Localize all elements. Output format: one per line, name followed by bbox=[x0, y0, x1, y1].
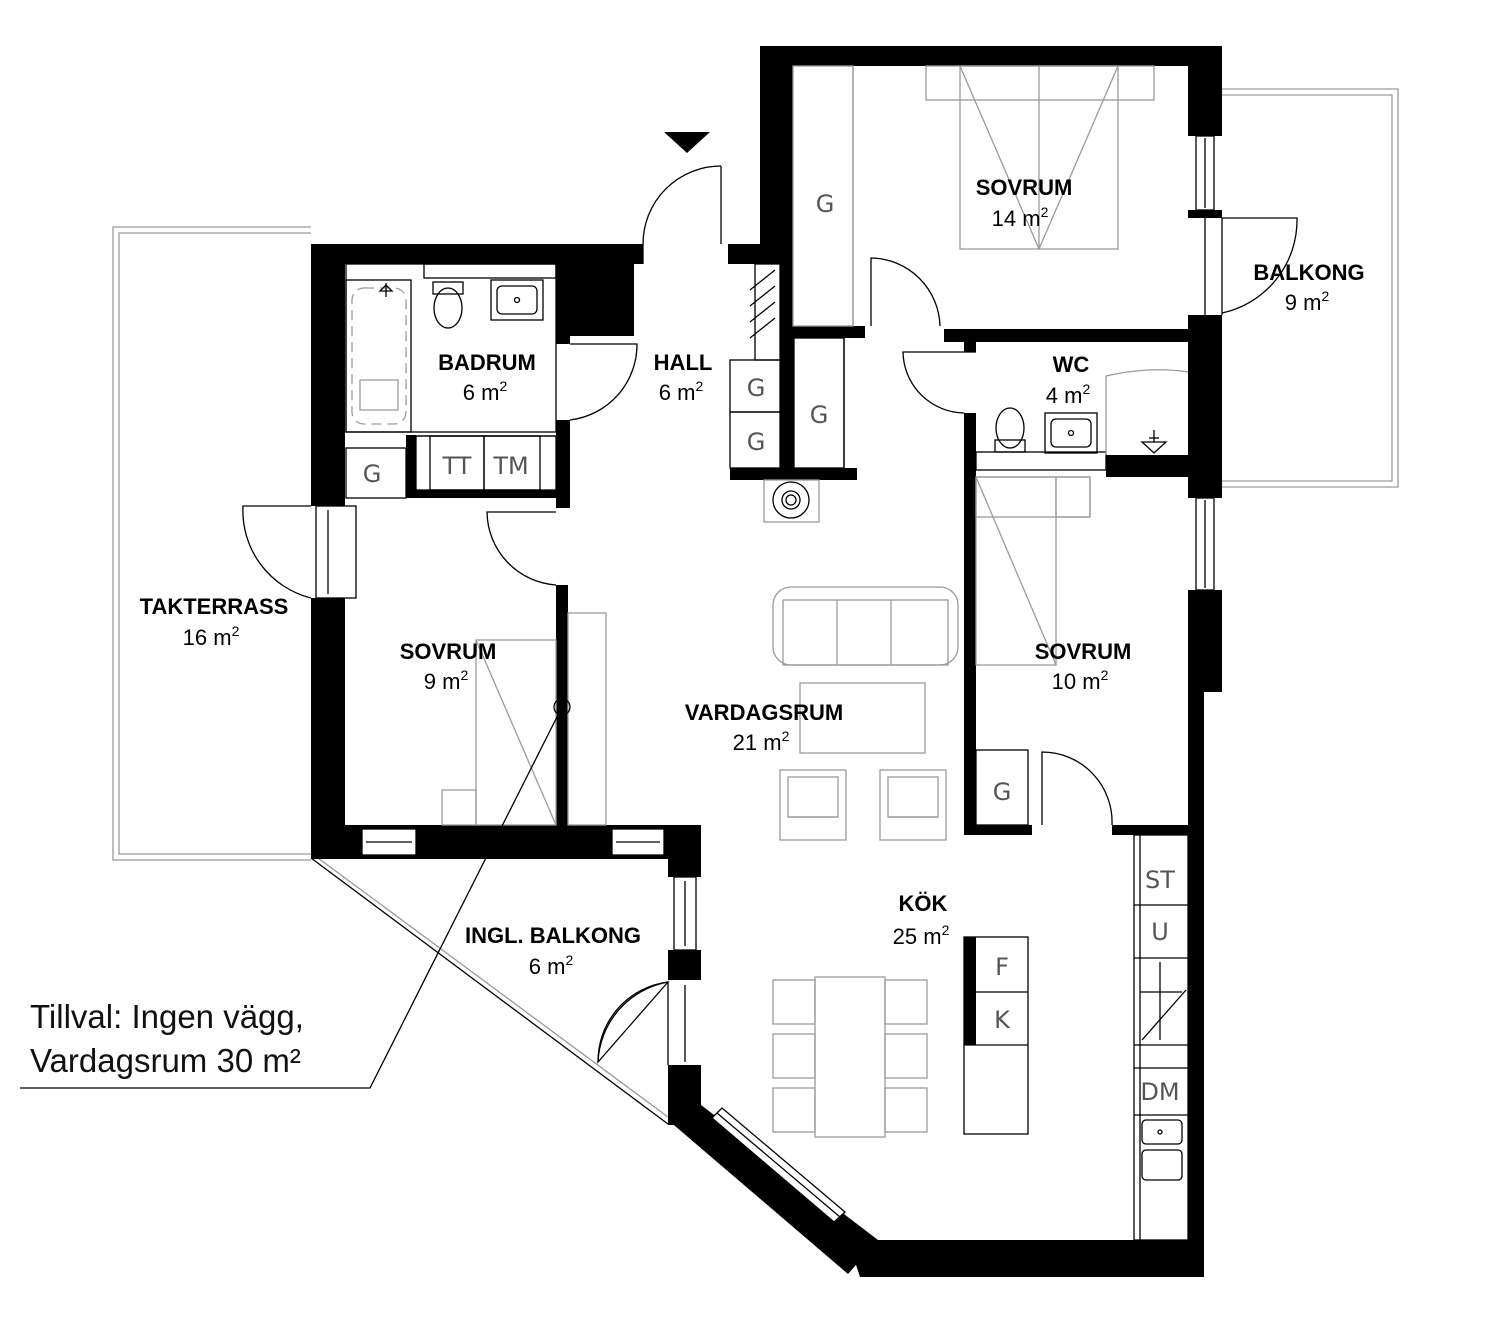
coffee-table bbox=[799, 682, 926, 754]
abbr-g-master: G bbox=[816, 190, 835, 218]
room-takterrass: TAKTERRASS 16 m2 bbox=[140, 594, 289, 650]
option-note-line-2: Vardagsrum 30 m² bbox=[30, 1042, 301, 1079]
laundry-units bbox=[345, 435, 557, 499]
room-area: 6 m2 bbox=[529, 952, 574, 979]
abbr-tm: TM bbox=[492, 452, 528, 480]
abbr-g-east: G bbox=[993, 778, 1012, 806]
toilet-badrum bbox=[432, 281, 464, 329]
room-area: 6 m2 bbox=[463, 378, 508, 405]
room-vardagsrum: VARDAGSRUM 21 m2 bbox=[685, 700, 843, 755]
sink-badrum bbox=[490, 279, 544, 321]
room-name: SOVRUM bbox=[1035, 639, 1132, 664]
room-badrum: BADRUM 6 m2 bbox=[438, 350, 536, 405]
room-area: 16 m2 bbox=[183, 623, 240, 650]
walls bbox=[311, 46, 1222, 1277]
master-bed bbox=[925, 65, 1155, 250]
room-name: TAKTERRASS bbox=[140, 594, 289, 619]
room-sovrum-master: SOVRUM 14 m2 bbox=[976, 175, 1073, 231]
balkong-outline bbox=[1222, 88, 1399, 488]
optional-wall bbox=[567, 612, 607, 826]
abbr-g-hall-1: G bbox=[747, 374, 766, 402]
armchair-right bbox=[879, 769, 947, 841]
room-area: 21 m2 bbox=[733, 728, 790, 755]
windows bbox=[315, 135, 1215, 1223]
abbr-g-hall-3: G bbox=[810, 401, 829, 429]
room-area: 6 m2 bbox=[659, 378, 704, 405]
room-name: VARDAGSRUM bbox=[685, 700, 843, 725]
room-area: 4 m2 bbox=[1046, 381, 1091, 408]
round-fixture bbox=[763, 479, 820, 523]
room-area: 9 m2 bbox=[424, 667, 469, 694]
room-name: WC bbox=[1053, 352, 1090, 377]
east-bed bbox=[975, 476, 1091, 666]
armchair-left bbox=[779, 769, 847, 841]
abbreviation-labels: G G G G G TT TM G ST U DM F K bbox=[363, 190, 1180, 1106]
small-bed bbox=[441, 639, 557, 826]
kitchen-island bbox=[963, 936, 1029, 1135]
room-name: BALKONG bbox=[1253, 260, 1364, 285]
entrance-arrow-icon bbox=[664, 132, 710, 153]
abbr-u: U bbox=[1151, 918, 1169, 946]
room-name: KÖK bbox=[899, 891, 948, 916]
room-name: SOVRUM bbox=[400, 639, 497, 664]
abbr-k: K bbox=[994, 1006, 1011, 1034]
room-balkong: BALKONG 9 m2 bbox=[1253, 260, 1364, 315]
room-sovrum-small: SOVRUM 9 m2 bbox=[400, 639, 497, 694]
dining-table bbox=[772, 976, 928, 1138]
hall-storage bbox=[729, 263, 845, 469]
room-name: HALL bbox=[654, 350, 713, 375]
doors bbox=[242, 132, 1298, 1065]
room-kok: KÖK 25 m2 bbox=[893, 891, 950, 949]
room-name: INGL. BALKONG bbox=[465, 923, 641, 948]
abbr-tt: TT bbox=[442, 452, 472, 480]
abbr-g-bath: G bbox=[363, 460, 382, 488]
abbr-dm: DM bbox=[1140, 1078, 1179, 1106]
room-area: 9 m2 bbox=[1285, 288, 1330, 315]
takterrass-outline bbox=[112, 226, 311, 861]
option-note-line-1: Tillval: Ingen vägg, bbox=[30, 998, 304, 1035]
room-ingl-balkong: INGL. BALKONG 6 m2 bbox=[465, 923, 641, 979]
room-sovrum-east: SOVRUM 10 m2 bbox=[1035, 639, 1132, 694]
kitchen-counter bbox=[1133, 834, 1189, 1241]
abbr-g-hall-2: G bbox=[747, 428, 766, 456]
room-area: 25 m2 bbox=[893, 922, 950, 949]
room-area: 10 m2 bbox=[1052, 667, 1109, 694]
room-name: SOVRUM bbox=[976, 175, 1073, 200]
master-wardrobe bbox=[792, 65, 854, 327]
sofa bbox=[772, 586, 959, 666]
room-hall: HALL 6 m2 bbox=[654, 350, 713, 405]
east-wardrobe bbox=[975, 749, 1029, 826]
room-wc: WC 4 m2 bbox=[1046, 352, 1091, 408]
abbr-f: F bbox=[995, 953, 1009, 981]
room-name: BADRUM bbox=[438, 350, 536, 375]
ingl-balkong-outline bbox=[310, 857, 669, 1125]
bathroom-area-outline bbox=[345, 263, 557, 433]
wc-fixtures bbox=[975, 369, 1189, 471]
room-area: 14 m2 bbox=[992, 204, 1049, 231]
abbr-st: ST bbox=[1145, 866, 1175, 894]
bathtub bbox=[345, 279, 412, 433]
note-leader bbox=[20, 698, 571, 1089]
